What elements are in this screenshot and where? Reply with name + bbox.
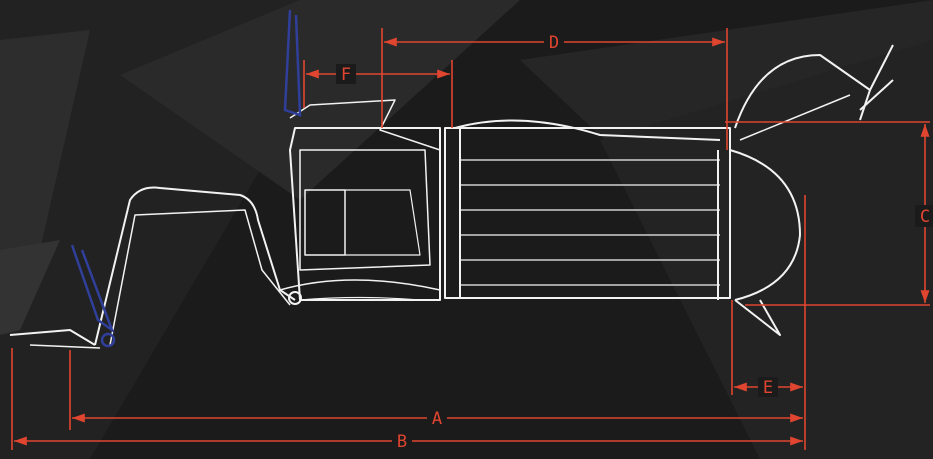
dimension-c-label: C [920, 207, 930, 227]
loader-arm [94, 186, 296, 346]
dimension-a-label: A [432, 409, 442, 429]
arm-highlight [70, 9, 302, 348]
rear-door [729, 149, 801, 301]
machine-outline [9, 44, 894, 349]
upper-arm-blue [283, 9, 302, 117]
dimension-d-label: D [549, 33, 559, 53]
cab-frame [289, 127, 441, 301]
dimension-f-label: F [341, 65, 351, 85]
dimension-b-label: B [397, 432, 407, 452]
bale-chamber [444, 127, 731, 299]
dimension-e-label: E [763, 378, 773, 398]
dimension-labels: A B C D E F [336, 32, 933, 452]
lower-arm-blue [70, 244, 115, 334]
